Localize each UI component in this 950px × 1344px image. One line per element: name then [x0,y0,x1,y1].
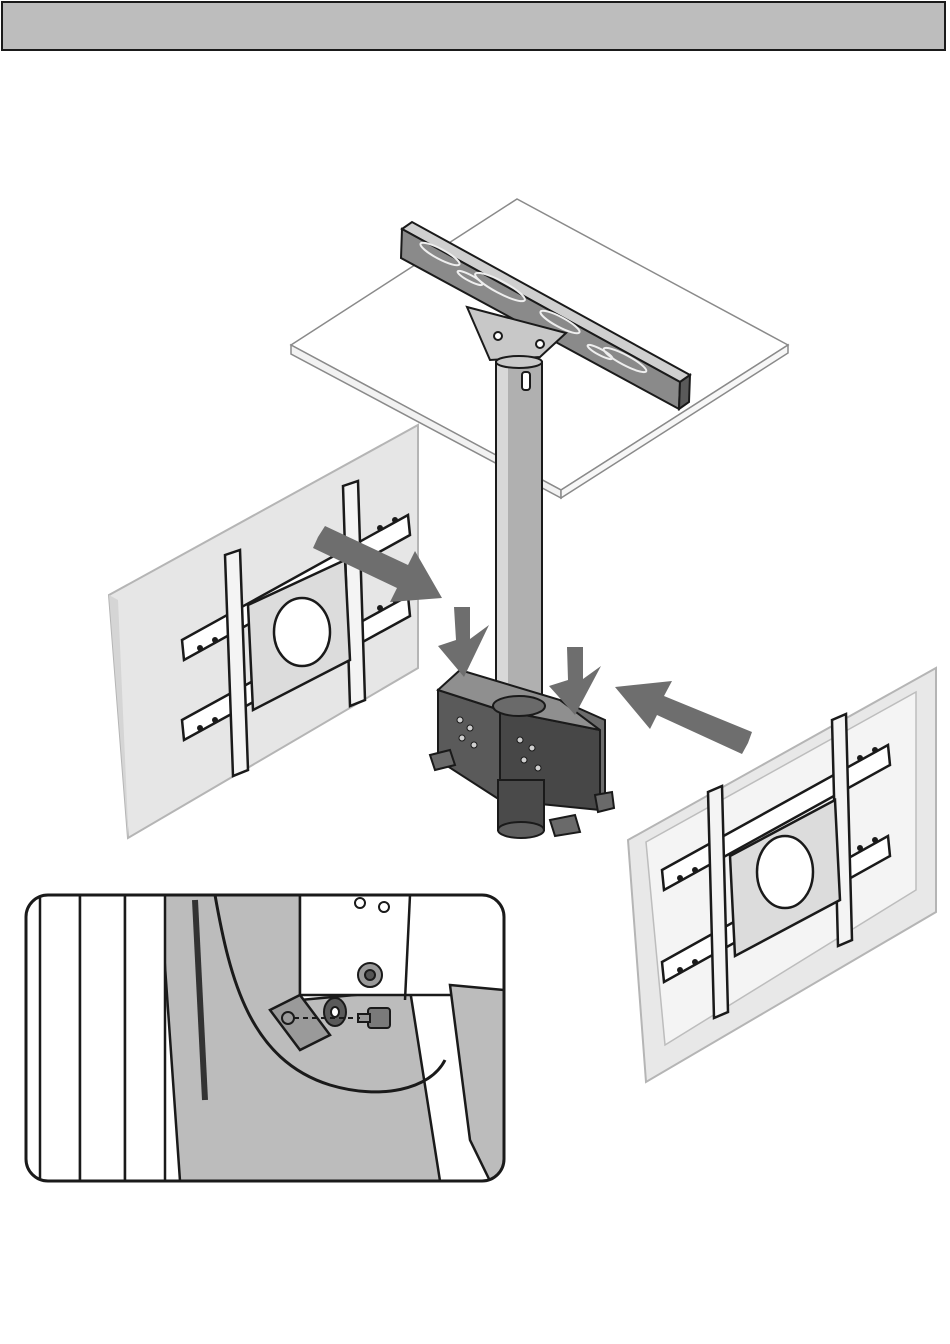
detail-inset [26,895,504,1181]
washer-icon [324,998,346,1026]
extension-pole [496,356,542,722]
dual-head-adapter [430,670,614,838]
left-down-arrow [438,607,489,677]
right-slide-arrow [615,681,752,754]
nut-icon [358,963,382,987]
